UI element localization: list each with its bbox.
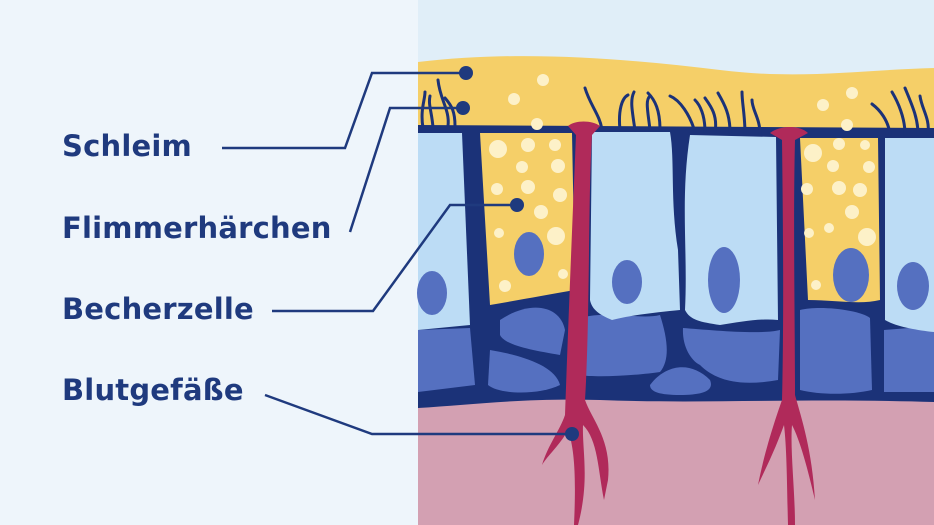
label-cilia: Flimmerhärchen — [62, 211, 332, 245]
label-blood-vessels: Blutgefäße — [62, 373, 244, 407]
leader-line-blood-vessels — [264, 393, 572, 436]
basal-cells — [418, 307, 934, 395]
nuclei — [417, 232, 929, 315]
pointer-dots — [456, 66, 579, 441]
label-mucus: Schleim — [62, 129, 192, 163]
leader-lines — [222, 71, 572, 436]
leader-line-cilia — [348, 106, 462, 233]
blood-vessels — [542, 121, 815, 525]
connective-tissue — [418, 390, 934, 525]
cilia — [420, 78, 930, 136]
leader-line-mucus — [222, 71, 465, 150]
label-goblet-cell: Becherzelle — [62, 292, 254, 326]
ciliated-cells — [418, 132, 934, 332]
leader-line-goblet-cell — [272, 203, 517, 313]
mucus-granules — [489, 74, 876, 292]
